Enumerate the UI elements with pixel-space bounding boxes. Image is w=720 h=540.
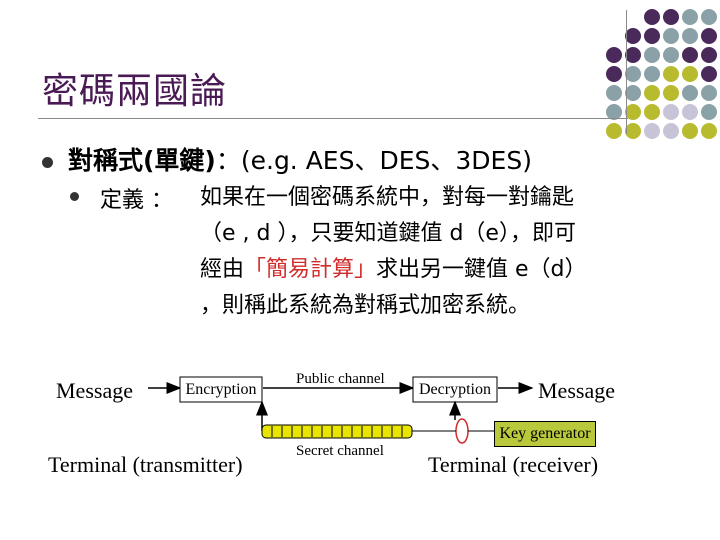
decorative-dot <box>663 104 679 120</box>
decorative-dot <box>606 85 622 101</box>
decorative-dot <box>644 9 660 25</box>
sub-bullet-icon <box>70 192 79 201</box>
bullet-icon <box>42 157 53 168</box>
page-title: 密碼兩國論 <box>42 62 227 114</box>
decorative-dot <box>701 123 717 139</box>
decorative-dot <box>644 104 660 120</box>
decorative-dot <box>644 47 660 63</box>
decorative-dot <box>644 85 660 101</box>
decorative-dot <box>682 47 698 63</box>
decorative-dot <box>625 123 641 139</box>
definition-line-3: 經由「簡易計算」求出另一鍵值 e（d） <box>200 252 670 288</box>
decorative-dot <box>682 9 698 25</box>
key-generator-box: Key generator <box>494 421 596 447</box>
encryption-label: Encryption <box>180 379 262 401</box>
secret-channel-tube <box>262 425 412 438</box>
terminal-transmitter-label: Terminal (transmitter) <box>48 452 243 478</box>
decorative-dot <box>663 9 679 25</box>
decorative-dot <box>682 66 698 82</box>
decorative-dot <box>663 85 679 101</box>
encryption-diagram <box>0 340 720 540</box>
decorative-dot <box>644 66 660 82</box>
definition-highlight: 「簡易計算」 <box>244 257 376 282</box>
definition-line-2: （e , d ），只要知道鍵值 d（e），即可 <box>200 216 670 252</box>
decorative-dot <box>644 123 660 139</box>
title-underline <box>38 118 628 119</box>
decorative-dot <box>663 123 679 139</box>
definition-line-1: 如果在一個密碼系統中，對每一對鑰匙 <box>200 180 670 216</box>
definition-line-4: ，則稱此系統為對稱式加密系統。 <box>200 288 670 324</box>
decorative-dot <box>625 85 641 101</box>
decryption-label: Decryption <box>413 379 497 401</box>
definition-line-3-post: 求出另一鍵值 e（d） <box>376 257 587 282</box>
decorative-dot <box>625 47 641 63</box>
decorative-dot <box>701 9 717 25</box>
decorative-dot <box>682 85 698 101</box>
public-channel-label: Public channel <box>296 371 385 388</box>
decorative-dot <box>606 66 622 82</box>
definition-line-3-pre: 經由 <box>200 257 244 282</box>
decorative-dot <box>701 104 717 120</box>
decorative-dot <box>606 47 622 63</box>
key-connector-ellipse <box>456 419 468 443</box>
decorative-dot <box>682 123 698 139</box>
decorative-dot <box>663 47 679 63</box>
decorative-dot <box>701 85 717 101</box>
decorative-dot <box>701 47 717 63</box>
bullet-symmetric: 對稱式(單鍵)：(e.g. AES、DES、3DES) <box>68 141 532 177</box>
terminal-receiver-label: Terminal (receiver) <box>428 452 598 478</box>
decorative-dot <box>663 28 679 44</box>
decorative-dot <box>701 28 717 44</box>
decorative-dot <box>625 66 641 82</box>
decorative-dot <box>701 66 717 82</box>
secret-channel-label: Secret channel <box>296 443 384 460</box>
message-left-label: Message <box>56 378 133 404</box>
definition-label: 定義 ： <box>100 182 173 214</box>
decorative-dot <box>625 28 641 44</box>
bullet-symmetric-bold: 對稱式(單鍵) <box>68 146 216 175</box>
decorative-dot <box>663 66 679 82</box>
message-right-label: Message <box>538 378 615 404</box>
decorative-dot <box>682 28 698 44</box>
decorative-dot <box>606 123 622 139</box>
definition-text: 如果在一個密碼系統中，對每一對鑰匙 （e , d ），只要知道鍵值 d（e），即… <box>200 180 670 324</box>
decorative-dot <box>682 104 698 120</box>
bullet-symmetric-rest: ：(e.g. AES、DES、3DES) <box>216 146 532 175</box>
decorative-dot <box>644 28 660 44</box>
vertical-divider <box>626 10 627 134</box>
